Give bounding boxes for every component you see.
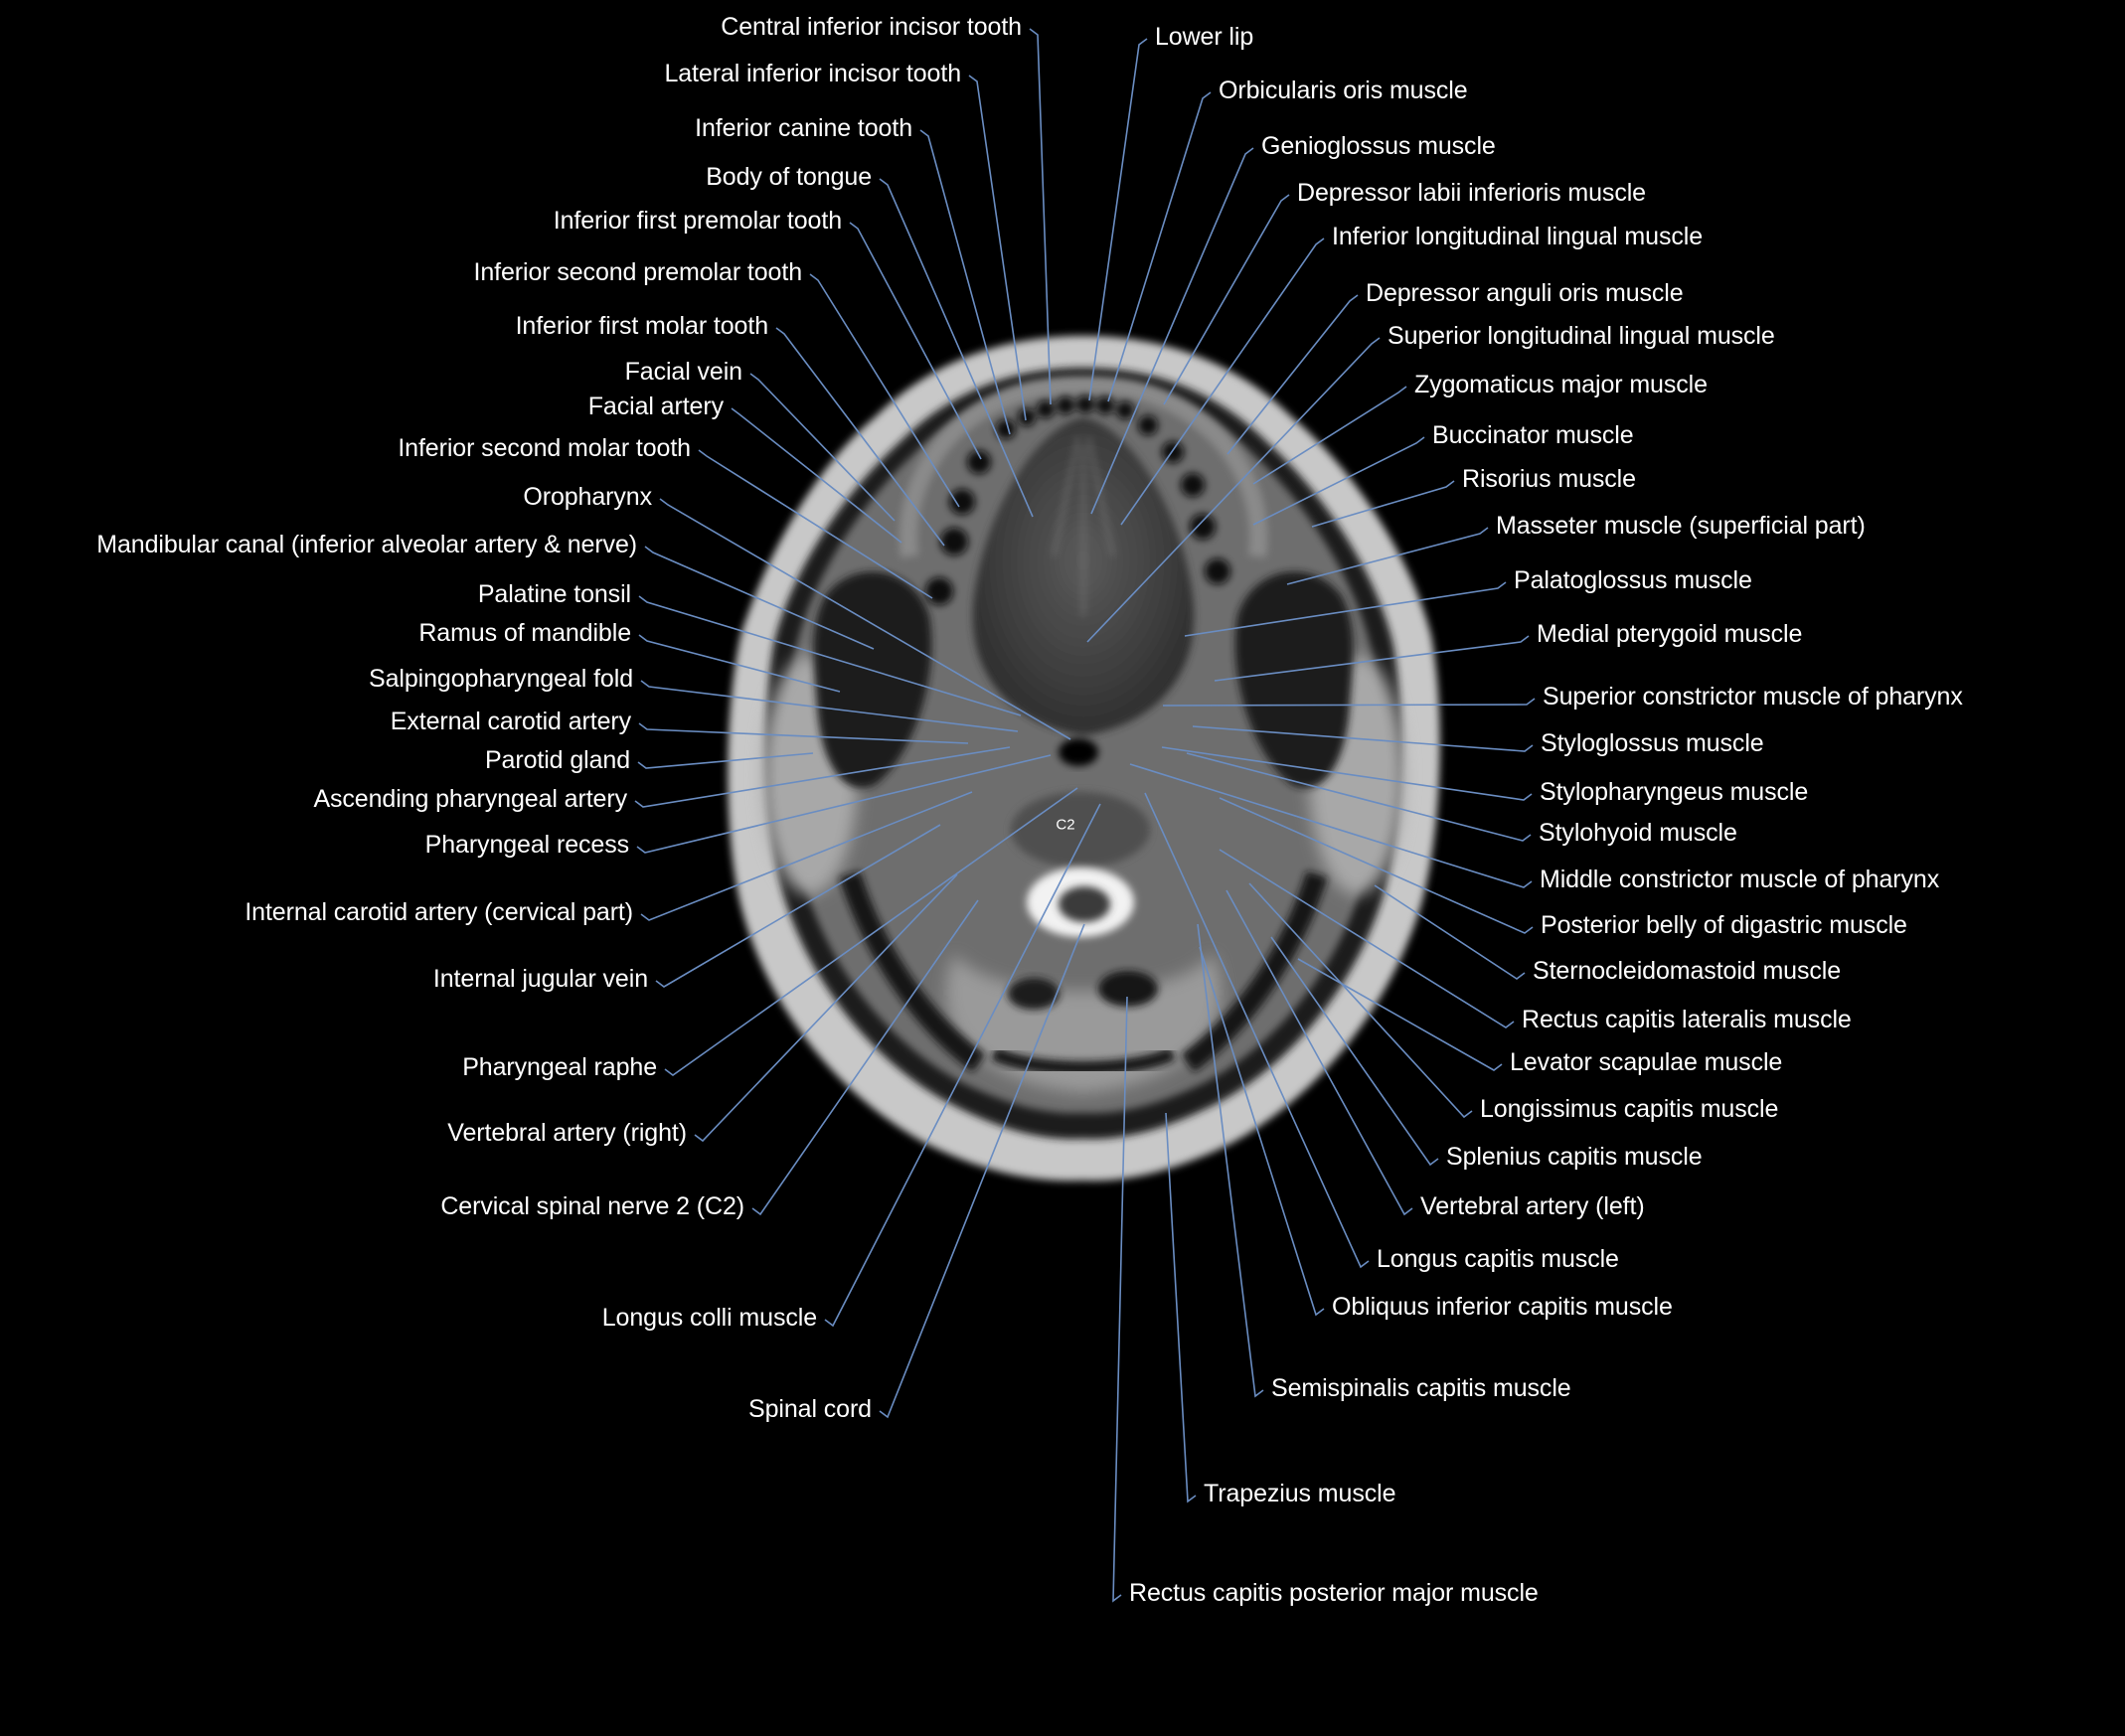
label-inferior-canine-tooth: Inferior canine tooth xyxy=(695,114,912,142)
label-palatoglossus-muscle: Palatoglossus muscle xyxy=(1514,566,1752,594)
label-salpingopharyngeal-fold: Salpingopharyngeal fold xyxy=(369,665,633,693)
label-pharyngeal-recess: Pharyngeal recess xyxy=(424,831,629,859)
label-superior-longitudinal-lingual-muscle: Superior longitudinal lingual muscle xyxy=(1388,322,1775,350)
label-inferior-longitudinal-lingual-muscle: Inferior longitudinal lingual muscle xyxy=(1332,223,1703,250)
label-depressor-labii-inferioris-muscle: Depressor labii inferioris muscle xyxy=(1297,179,1646,207)
label-orbicularis-oris-muscle: Orbicularis oris muscle xyxy=(1219,77,1468,104)
label-facial-vein: Facial vein xyxy=(624,358,743,386)
label-stylopharyngeus-muscle: Stylopharyngeus muscle xyxy=(1540,778,1809,806)
label-palatine-tonsil: Palatine tonsil xyxy=(477,580,631,608)
label-superior-constrictor-muscle-of-pharynx: Superior constrictor muscle of pharynx xyxy=(1543,683,1963,710)
label-spinal-cord: Spinal cord xyxy=(748,1395,872,1423)
label-vertebral-artery-right: Vertebral artery (right) xyxy=(447,1119,687,1147)
label-depressor-anguli-oris-muscle: Depressor anguli oris muscle xyxy=(1366,279,1684,307)
label-internal-jugular-vein: Internal jugular vein xyxy=(432,965,648,993)
label-obliquus-inferior-capitis-muscle: Obliquus inferior capitis muscle xyxy=(1332,1293,1673,1321)
label-inferior-second-molar-tooth: Inferior second molar tooth xyxy=(398,434,691,462)
label-genioglossus-muscle: Genioglossus muscle xyxy=(1261,132,1496,160)
label-central-inferior-incisor-tooth: Central inferior incisor tooth xyxy=(721,13,1022,41)
label-longissimus-capitis-muscle: Longissimus capitis muscle xyxy=(1480,1095,1779,1123)
label-inferior-first-molar-tooth: Inferior first molar tooth xyxy=(515,312,769,340)
label-trapezius-muscle: Trapezius muscle xyxy=(1204,1480,1396,1507)
label-posterior-belly-of-digastric-muscle: Posterior belly of digastric muscle xyxy=(1541,911,1907,939)
label-cervical-spinal-nerve-2-c2: Cervical spinal nerve 2 (C2) xyxy=(440,1192,744,1220)
label-zygomaticus-major-muscle: Zygomaticus major muscle xyxy=(1414,371,1708,398)
label-mandibular-canal-inferior-alveolar-artery-nerve: Mandibular canal (inferior alveolar arte… xyxy=(96,531,637,558)
label-parotid-gland: Parotid gland xyxy=(484,746,630,774)
label-inferior-second-premolar-tooth: Inferior second premolar tooth xyxy=(473,258,802,286)
label-longus-capitis-muscle: Longus capitis muscle xyxy=(1377,1245,1619,1273)
label-longus-colli-muscle: Longus colli muscle xyxy=(601,1304,817,1332)
label-vertebral-artery-left: Vertebral artery (left) xyxy=(1420,1192,1645,1220)
label-semispinalis-capitis-muscle: Semispinalis capitis muscle xyxy=(1271,1374,1571,1402)
label-external-carotid-artery: External carotid artery xyxy=(390,708,631,735)
label-levator-scapulae-muscle: Levator scapulae muscle xyxy=(1510,1048,1783,1076)
label-inferior-first-premolar-tooth: Inferior first premolar tooth xyxy=(553,207,842,235)
label-oropharynx: Oropharynx xyxy=(523,483,652,511)
label-masseter-muscle-superficial-part: Masseter muscle (superficial part) xyxy=(1496,512,1866,540)
label-medial-pterygoid-muscle: Medial pterygoid muscle xyxy=(1537,620,1803,648)
label-sternocleidomastoid-muscle: Sternocleidomastoid muscle xyxy=(1533,957,1842,985)
label-risorius-muscle: Risorius muscle xyxy=(1462,465,1636,493)
label-body-of-tongue: Body of tongue xyxy=(706,163,872,191)
label-middle-constrictor-muscle-of-pharynx: Middle constrictor muscle of pharynx xyxy=(1540,866,1940,893)
label-pharyngeal-raphe: Pharyngeal raphe xyxy=(462,1053,657,1081)
vertebra-level-label: C2 xyxy=(1056,816,1075,834)
label-rectus-capitis-lateralis-muscle: Rectus capitis lateralis muscle xyxy=(1522,1006,1852,1033)
label-lower-lip: Lower lip xyxy=(1155,23,1254,51)
label-styloglossus-muscle: Styloglossus muscle xyxy=(1541,729,1764,757)
label-lateral-inferior-incisor-tooth: Lateral inferior incisor tooth xyxy=(664,60,961,87)
label-rectus-capitis-posterior-major-muscle: Rectus capitis posterior major muscle xyxy=(1129,1579,1539,1607)
label-splenius-capitis-muscle: Splenius capitis muscle xyxy=(1446,1143,1703,1171)
label-ramus-of-mandible: Ramus of mandible xyxy=(418,619,631,647)
label-internal-carotid-artery-cervical-part: Internal carotid artery (cervical part) xyxy=(245,898,633,926)
label-buccinator-muscle: Buccinator muscle xyxy=(1432,421,1634,449)
label-stylohyoid-muscle: Stylohyoid muscle xyxy=(1539,819,1737,847)
label-ascending-pharyngeal-artery: Ascending pharyngeal artery xyxy=(313,785,627,813)
spinal-cord-shape xyxy=(1059,886,1110,922)
label-facial-artery: Facial artery xyxy=(587,393,724,420)
